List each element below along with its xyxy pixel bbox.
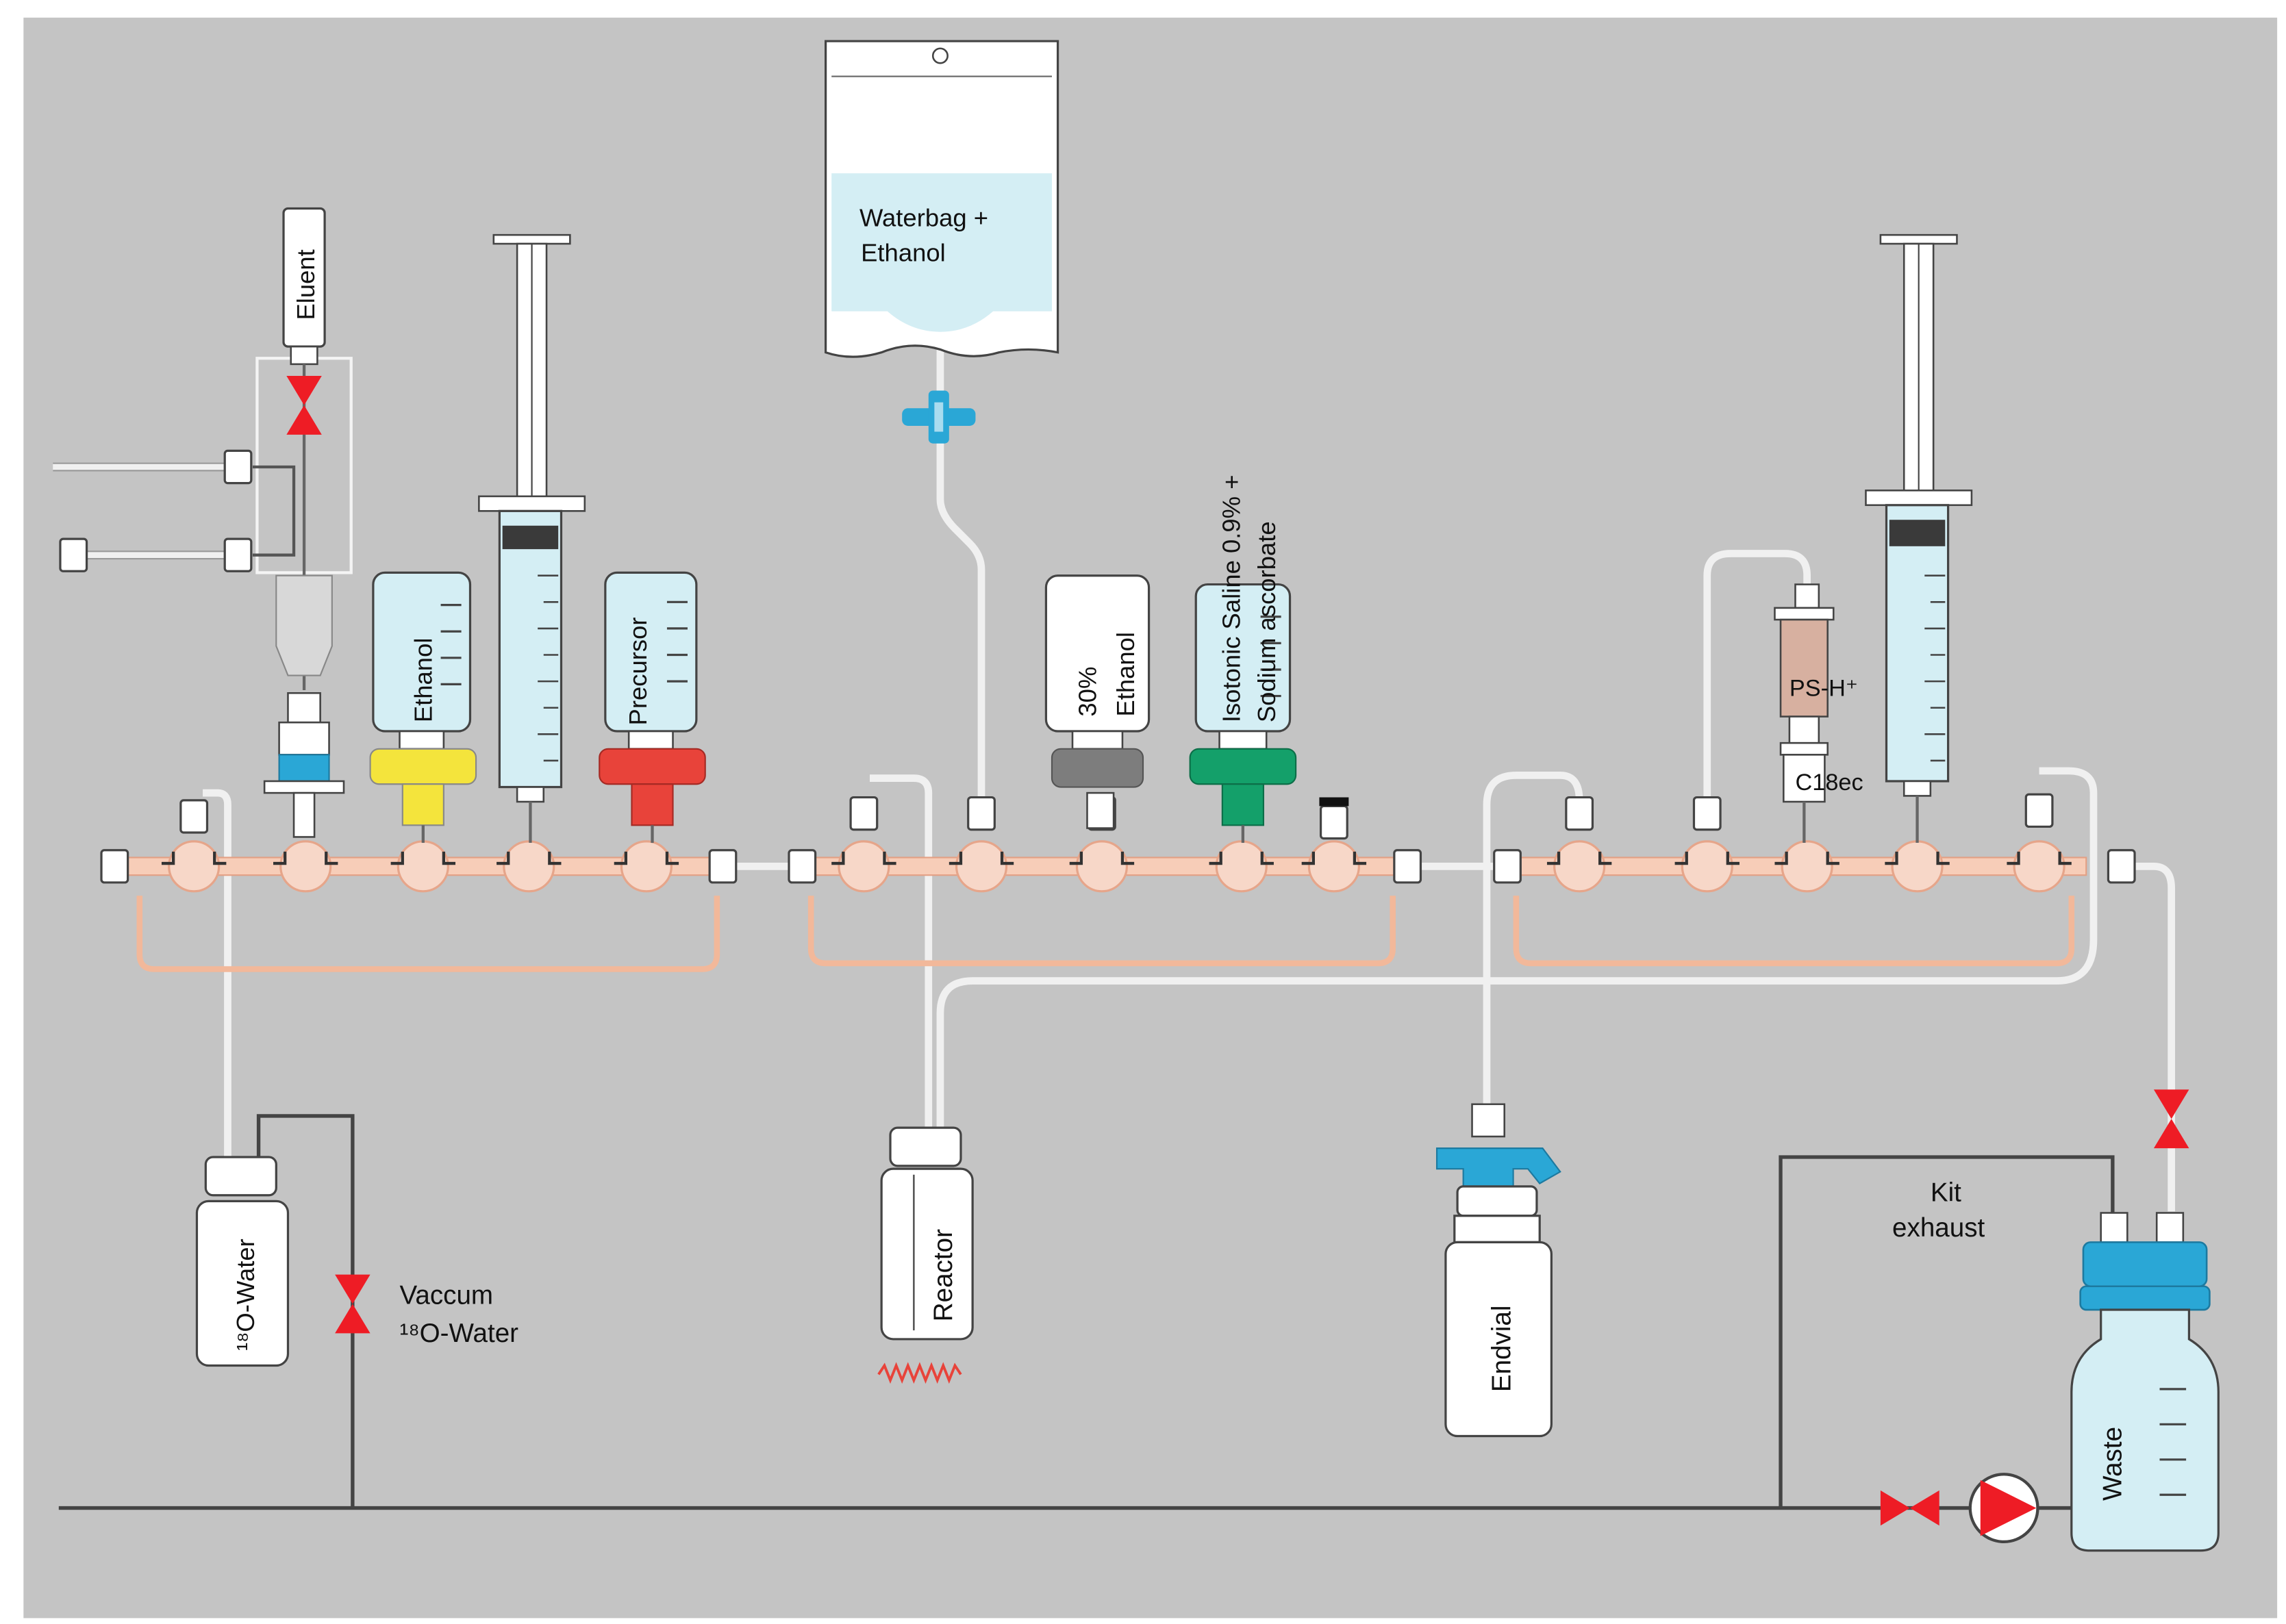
ethanol30-vial: 30% Ethanol [1044, 574, 1151, 829]
precursor-vial: Precursor [599, 571, 706, 843]
reactor-label: Reactor [929, 1229, 958, 1321]
waterbag-label-line1: Waterbag + [859, 203, 988, 231]
vaccum-label-line2: ¹⁸O-Water [400, 1319, 519, 1348]
tubing-outline [53, 462, 238, 560]
ethanol-vial: Ethanol [369, 571, 477, 843]
port-cap-black [1319, 797, 1349, 807]
endvial: Endvial [1435, 1103, 1561, 1438]
eluent-label: Eluent [292, 249, 320, 320]
tubing [53, 338, 2176, 1212]
waste-bottle: Waste [2070, 1212, 2220, 1552]
ethanol-label: Ethanol [410, 638, 438, 723]
saline-label-line2: Sodium ascorbate [1253, 521, 1281, 722]
c18-label: C18ec [1795, 770, 1863, 796]
saline-label-line1: Isotonic Saline 0.9% + [1218, 474, 1246, 722]
o18-water-vial: ¹⁸O-Water [195, 1156, 290, 1367]
waste-label: Waste [2098, 1427, 2128, 1501]
syringe-left [478, 233, 586, 843]
precursor-label: Precursor [624, 617, 652, 725]
waterbag-stopcock-icon [902, 390, 976, 444]
cartridge-stack: PS-H⁺ C18ec [1774, 583, 1863, 843]
waterbag-label-line2: Ethanol [861, 239, 946, 267]
psh-label: PS-H⁺ [1789, 676, 1858, 702]
ethanol30-label-line2: Ethanol [1111, 632, 1140, 717]
reactor-vial: Reactor [877, 1126, 974, 1384]
endvial-filter-icon [1435, 1147, 1561, 1187]
ethanol30-label-line1: 30% [1073, 667, 1101, 717]
waterbag: Waterbag + Ethanol [825, 40, 1059, 444]
heater-icon [877, 1362, 962, 1384]
kit-exhaust-label-line2: exhaust [1892, 1213, 1985, 1243]
diagram-background [23, 17, 2278, 1619]
kit-exhaust-label-line1: Kit [1931, 1178, 1961, 1207]
pump-icon [1968, 1473, 2039, 1544]
endvial-label: Endvial [1487, 1306, 1516, 1393]
vaccum-label-line1: Vaccum [400, 1280, 494, 1310]
syringe-right [1865, 233, 1973, 843]
eluent-assembly: Eluent [59, 207, 353, 838]
o18-water-label: ¹⁸O-Water [231, 1239, 260, 1351]
saline-vial: Isotonic Saline 0.9% + Sodium ascorbate [1189, 474, 1297, 843]
